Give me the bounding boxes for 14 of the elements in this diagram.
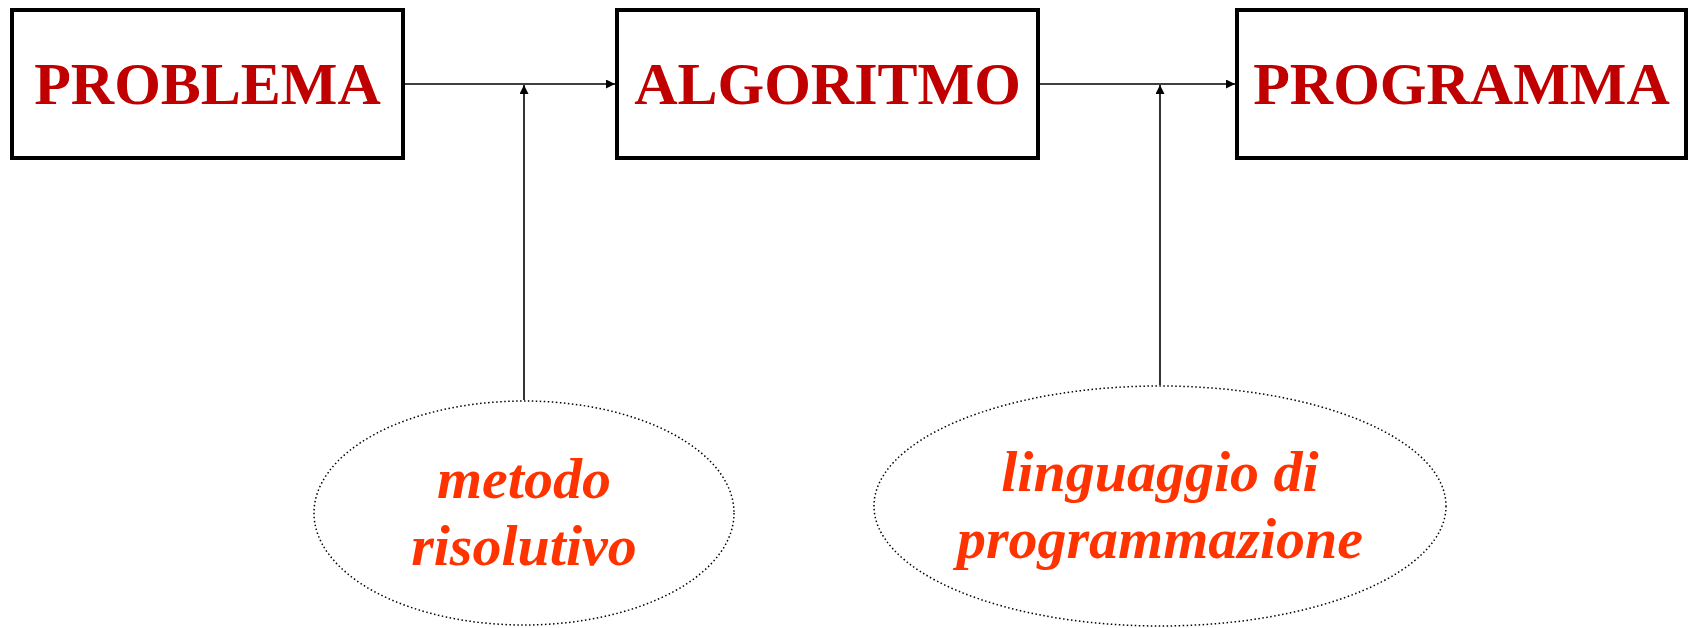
node-label: PROBLEMA	[34, 54, 381, 114]
process-box	[615, 8, 1040, 160]
ellipse-node	[873, 385, 1447, 627]
process-box	[1235, 8, 1688, 160]
arrow	[519, 84, 529, 401]
node-label: ALGORITMO	[634, 54, 1021, 114]
process-box	[10, 8, 405, 160]
node-label: metodo risolutivo	[410, 446, 638, 580]
arrow	[1039, 79, 1236, 89]
arrow	[404, 79, 616, 89]
node-label: linguaggio di programmazione	[923, 439, 1397, 573]
arrow	[1155, 84, 1165, 386]
ellipse-node	[313, 400, 735, 626]
node-label: PROGRAMMA	[1253, 54, 1670, 114]
